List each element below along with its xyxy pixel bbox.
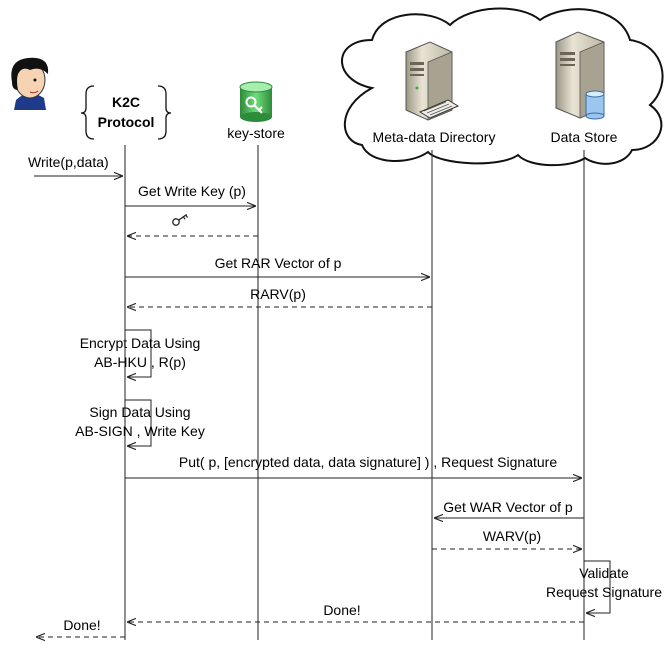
protocol-label-line2: Protocol [98,114,155,130]
datastore-label: Data Store [551,129,618,145]
metadata-label: Meta-data Directory [373,129,496,145]
encrypt-label-line2: AB-HKU , R(p) [94,354,186,370]
message-put-label: Put( p, [encrypted data, data signature]… [179,454,557,470]
message-get-rar-label: Get RAR Vector of p [215,255,342,271]
database-icon [585,90,605,120]
message-rarv-label: RARV(p) [250,286,306,302]
encrypt-label-line1: Encrypt Data Using [80,335,201,351]
k2c-protocol-actor: K2C Protocol [80,85,172,140]
key-icon [172,214,189,226]
validate-label-line2: Request Signature [546,584,662,600]
terminal-icon [418,99,460,119]
message-get-write-key-label: Get Write Key (p) [138,183,246,199]
sign-label-line1: Sign Data Using [89,404,190,420]
validate-label-line1: Validate [579,565,629,581]
user-icon [11,57,49,110]
message-get-war-label: Get WAR Vector of p [443,499,573,515]
sign-label-line2: AB-SIGN , Write Key [75,423,205,439]
self-call-arrow [125,399,152,446]
self-call-arrow [584,560,611,613]
self-call-arrow [125,329,152,377]
message-done-user-label: Done! [63,617,100,633]
message-write-label: Write(p,data) [28,154,109,170]
message-done-label: Done! [323,602,360,618]
protocol-label-line1: K2C [112,94,140,110]
key-store-icon [239,81,273,122]
message-warv-label: WARV(p) [483,528,541,544]
keystore-label: key-store [227,125,285,141]
